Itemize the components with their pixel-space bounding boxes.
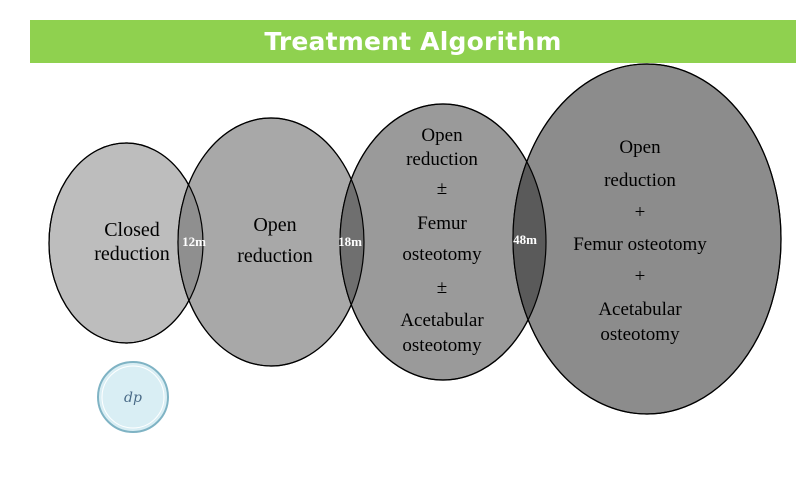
stage-3-line-6: ± <box>437 277 447 298</box>
stage-3-line-4: Femur <box>417 213 467 234</box>
logo-text: dp <box>124 390 142 406</box>
title-banner: Treatment Algorithm <box>30 20 796 63</box>
stage-2-line-1: Open <box>253 214 296 236</box>
stage-4-line-5: + <box>635 266 646 287</box>
dp-logo-icon: dp <box>97 361 169 433</box>
threshold-label-18m: 18m <box>338 234 362 249</box>
threshold-label-12m: 12m <box>182 234 206 249</box>
stage-4-line-6: Acetabular <box>598 299 682 320</box>
stage-3-line-8: osteotomy <box>402 335 482 356</box>
stage-3-line-5: osteotomy <box>402 244 482 265</box>
stage-3-line-1: Open <box>421 125 463 146</box>
stage-4-line-1: Open <box>619 137 661 158</box>
stage-4-line-7: osteotomy <box>600 324 680 345</box>
stage-2-line-2: reduction <box>237 245 313 267</box>
title: Treatment Algorithm <box>264 27 562 56</box>
stage-1-line-1: Closed <box>104 219 160 241</box>
stage-1-line-2: reduction <box>94 243 170 265</box>
stage-3-line-3: ± <box>437 178 447 199</box>
stage-4-line-3: + <box>635 202 646 223</box>
stage-3-line-2: reduction <box>406 149 478 170</box>
threshold-label-48m: 48m <box>513 232 537 247</box>
stage-4-line-2: reduction <box>604 170 676 191</box>
stage-3-line-7: Acetabular <box>400 310 484 331</box>
stage-4-line-4: Femur osteotomy <box>573 234 707 255</box>
